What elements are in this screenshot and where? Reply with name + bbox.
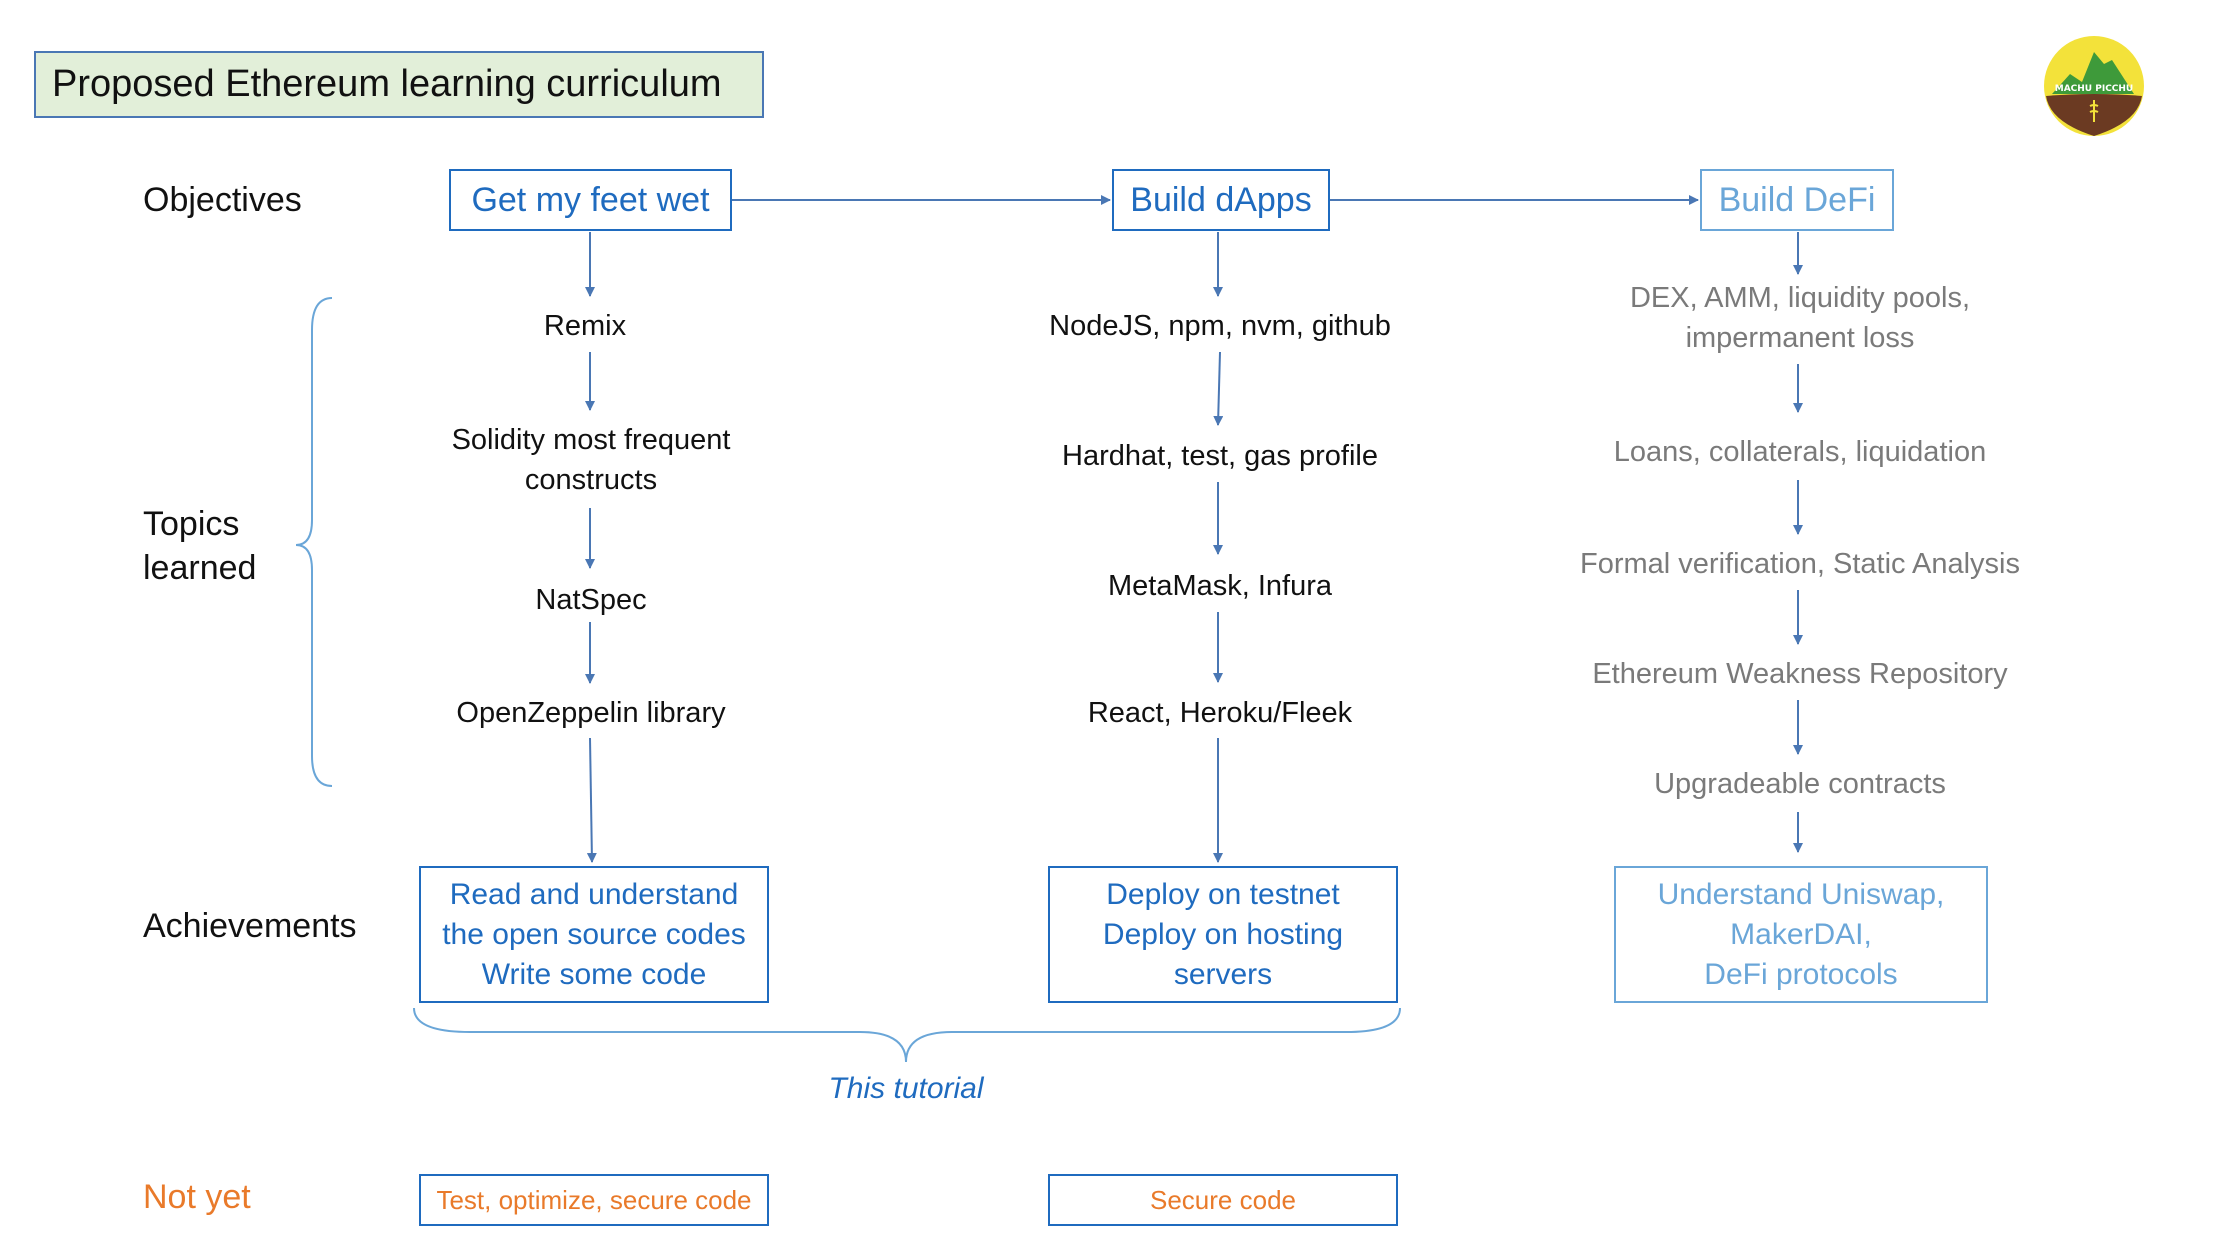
topic-react: React, Heroku/Fleek xyxy=(1087,697,1353,729)
not-yet-text: Test, optimize, secure code xyxy=(436,1184,752,1215)
objective-get-feet-wet: Get my feet wet xyxy=(449,169,732,231)
topic-remix: Remix xyxy=(543,310,627,342)
achievement-text: Understand Uniswap, MakerDAI, DeFi proto… xyxy=(1657,877,1945,991)
objective-label: Get my feet wet xyxy=(471,180,710,219)
row-label-objectives: Objectives xyxy=(143,181,302,219)
topic-natspec: NatSpec xyxy=(535,584,647,616)
topics-brace xyxy=(295,297,333,787)
row-label-not-yet: Not yet xyxy=(143,1178,251,1216)
achievement-text: Read and understand the open source code… xyxy=(442,877,746,991)
tutorial-label: This tutorial xyxy=(828,1072,984,1105)
not-yet-text: Secure code xyxy=(1150,1184,1296,1215)
topic-formal-verification: Formal verification, Static Analysis xyxy=(1580,548,2020,580)
achievement-text: Deploy on testnet Deploy on hosting serv… xyxy=(1102,877,1344,991)
topic-openzeppelin: OpenZeppelin library xyxy=(456,697,726,729)
objective-build-defi: Build DeFi xyxy=(1700,169,1894,231)
objective-label: Build DeFi xyxy=(1718,180,1876,219)
not-yet-box-2: Secure code xyxy=(1048,1174,1398,1226)
page-title: Proposed Ethereum learning curriculum xyxy=(34,51,764,118)
objective-label: Build dApps xyxy=(1130,180,1312,219)
topic-loans: Loans, collaterals, liquidation xyxy=(1613,436,1987,468)
not-yet-box-1: Test, optimize, secure code xyxy=(419,1174,769,1226)
topic-ewr: Ethereum Weakness Repository xyxy=(1592,658,2008,690)
achievement-box-3: Understand Uniswap, MakerDAI, DeFi proto… xyxy=(1614,866,1988,1003)
topic-nodejs: NodeJS, npm, nvm, github xyxy=(1049,310,1391,342)
topic-dex: DEX, AMM, liquidity pools, impermanent l… xyxy=(1629,282,1971,354)
row-label-achievements: Achievements xyxy=(143,907,357,945)
row-label-topics: Topics learned xyxy=(143,505,257,587)
arrow-c2-2 xyxy=(1213,351,1224,426)
objective-build-dapps: Build dApps xyxy=(1112,169,1330,231)
svg-text:MACHU PICCHU: MACHU PICCHU xyxy=(2055,84,2134,94)
machu-picchu-logo: MACHU PICCHU xyxy=(2042,34,2146,138)
achievement-box-2: Deploy on testnet Deploy on hosting serv… xyxy=(1048,866,1398,1003)
topic-metamask: MetaMask, Infura xyxy=(1107,570,1333,602)
achievement-box-1: Read and understand the open source code… xyxy=(419,866,769,1003)
topic-hardhat: Hardhat, test, gas profile xyxy=(1062,440,1378,472)
topic-solidity: Solidity most frequent constructs xyxy=(451,424,731,496)
tutorial-brace xyxy=(413,1007,1401,1063)
arrow-c1-5 xyxy=(586,737,597,863)
topic-upgradeable: Upgradeable contracts xyxy=(1654,768,1946,800)
